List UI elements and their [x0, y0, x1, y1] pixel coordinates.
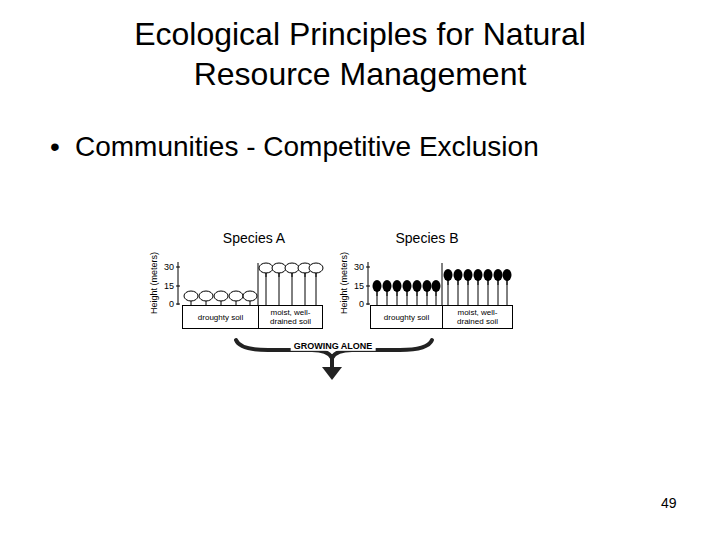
soil-label: droughty soil — [196, 312, 245, 323]
short-trees — [184, 291, 257, 305]
tall-trees — [259, 263, 323, 305]
soil-box: droughty soil — [182, 305, 259, 329]
bullet-mark: • — [50, 131, 60, 163]
tick-label: 30 — [150, 262, 174, 272]
tall-trees — [444, 269, 512, 305]
axis-title: Height (meters) — [339, 252, 349, 314]
tick-label: 0 — [150, 299, 174, 309]
slide-title: Ecological Principles for Natural Resour… — [80, 14, 640, 94]
chart-heading: Species A — [204, 230, 304, 246]
height-axis — [366, 262, 442, 305]
tick-label: 30 — [340, 262, 364, 272]
tick-label: 15 — [150, 281, 174, 291]
page-number: 49 — [661, 495, 677, 511]
merge-brace — [236, 340, 432, 369]
soil-label: moist, well-drained soil — [259, 307, 322, 327]
soil-label: droughty soil — [382, 312, 431, 323]
bullet-text: Communities - Competitive Exclusion — [75, 131, 539, 163]
tick-label: 0 — [340, 299, 364, 309]
tick-label: 15 — [340, 281, 364, 291]
soil-box: moist, well-drained soil — [258, 305, 323, 329]
soil-box: moist, well-drained soil — [442, 305, 513, 329]
brace-arrowhead — [322, 367, 342, 380]
brace-label: GROWING ALONE — [291, 341, 376, 351]
soil-box: droughty soil — [370, 305, 443, 329]
medium-trees — [373, 280, 441, 305]
soil-label: moist, well-drained soil — [443, 307, 512, 327]
axis-title: Height (meters) — [149, 252, 159, 314]
height-axis — [176, 262, 258, 305]
chart-heading: Species B — [377, 230, 477, 246]
